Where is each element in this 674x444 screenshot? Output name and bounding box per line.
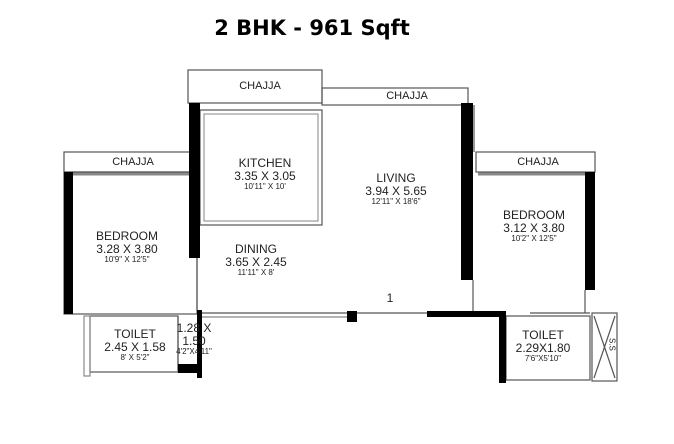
wall-toilet-right bbox=[499, 311, 506, 383]
chajja-right-label: CHAJJA bbox=[517, 156, 559, 168]
wall-kitchen-bedroom bbox=[189, 103, 200, 258]
kitchen-inner bbox=[203, 113, 319, 222]
living-label: LIVING 3.94 X 5.65 12'11" X 18'6" bbox=[365, 171, 427, 207]
toilet-left-label: TOILET 2.45 X 1.58 8' X 5'2" bbox=[104, 327, 166, 363]
chajja-right bbox=[475, 151, 596, 173]
wall-passage-right bbox=[197, 310, 202, 378]
wall-living-right bbox=[461, 103, 473, 280]
plan-title: 2 BHK - 961 Sqft bbox=[214, 16, 410, 40]
chajja-left-label: CHAJJA bbox=[112, 156, 154, 168]
entrance-marker: 1 bbox=[386, 291, 394, 305]
passage-label: 1.28 X 1.50 4'2"X4'11" bbox=[176, 321, 212, 357]
chajja-living-label: CHAJJA bbox=[386, 90, 428, 102]
bedroom-left-label: BEDROOM 3.28 X 3.80 10'9" X 12'5" bbox=[95, 229, 159, 265]
shaft bbox=[591, 312, 618, 382]
bedroom-right-label: BEDROOM 3.12 X 3.80 10'2" X 12'5" bbox=[502, 208, 566, 244]
chajja-living bbox=[321, 87, 469, 106]
chajja-kitchen-label: CHAJJA bbox=[239, 80, 281, 92]
wall-column bbox=[347, 311, 357, 322]
wall-left-bedroom bbox=[64, 172, 73, 314]
toilet-right-label: TOILET 2.29X1.80 7'6"X5'10" bbox=[515, 328, 571, 364]
wall-bottom-right bbox=[427, 311, 506, 317]
chajja-kitchen bbox=[187, 69, 323, 104]
shaft-label: S.S bbox=[607, 337, 617, 351]
dining-label: DINING 3.65 X 2.45 11'11" X 8' bbox=[225, 242, 287, 278]
wall-right-bedroom bbox=[585, 172, 595, 290]
wall-passage-bottom bbox=[178, 364, 200, 373]
kitchen-label: KITCHEN 3.35 X 3.05 10'11" X 10' bbox=[234, 156, 296, 192]
